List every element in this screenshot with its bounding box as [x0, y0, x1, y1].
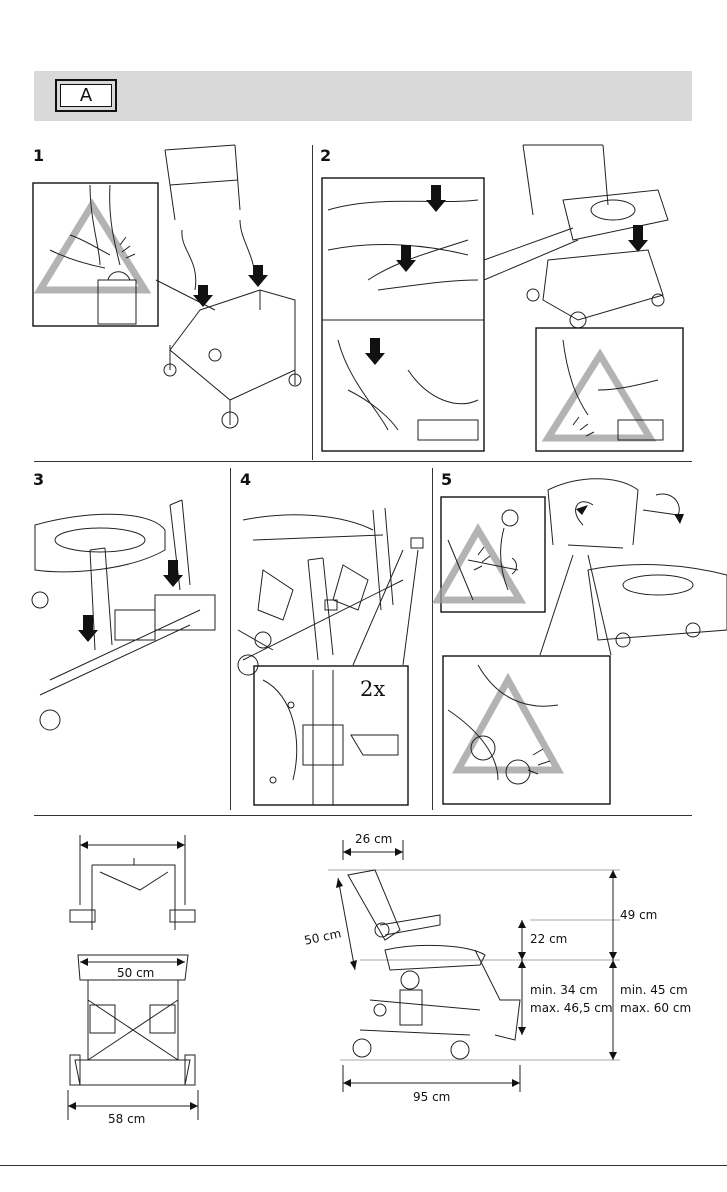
down-arrow-icon	[365, 338, 385, 365]
divider-vertical-1-2	[312, 145, 313, 460]
dimension-upper-height: 49 cm	[620, 908, 657, 922]
step-5-detail-frame	[443, 656, 610, 804]
page-bottom-rule	[0, 1165, 727, 1166]
divider-vertical-4-5	[432, 468, 433, 810]
dimension-front-inner-width: 50 cm	[117, 966, 154, 980]
step-3-illustration	[30, 480, 230, 770]
warning-triangle-icon	[458, 680, 558, 770]
side-view-diagram	[300, 830, 640, 1100]
down-arrow-icon	[426, 185, 446, 212]
dimension-seat-height-min: min. 34 cm	[530, 983, 598, 997]
down-arrow-icon	[78, 615, 98, 642]
step-4-illustration	[233, 480, 428, 810]
rotate-arrow-icon	[674, 514, 684, 524]
step-1-illustration	[30, 140, 310, 455]
divider-row-2	[34, 815, 692, 816]
step-2-detail-frame	[322, 178, 484, 451]
section-header-bar	[34, 71, 692, 121]
dimension-total-height-min: min. 45 cm	[620, 983, 688, 997]
rotate-arrow-icon	[576, 505, 588, 515]
divider-row-1	[34, 461, 692, 462]
section-label: A	[80, 85, 92, 106]
step-2-illustration	[318, 140, 688, 458]
dimension-armrest-height: 22 cm	[530, 932, 567, 946]
dimension-front-total-width: 58 cm	[108, 1112, 145, 1126]
step-4-note: 2x	[360, 677, 385, 701]
down-arrow-icon	[248, 265, 268, 287]
down-arrow-icon	[628, 225, 648, 252]
warning-triangle-icon	[548, 355, 650, 438]
dimension-total-length: 95 cm	[413, 1090, 450, 1104]
dimension-total-height-max: max. 60 cm	[620, 1001, 691, 1015]
down-arrow-icon	[163, 560, 183, 587]
dimension-seat-height-max: max. 46,5 cm	[530, 1001, 613, 1015]
down-arrow-icon	[193, 285, 213, 307]
section-label-box: A	[55, 79, 117, 112]
dimension-backrest-depth: 26 cm	[355, 832, 392, 846]
step-5-illustration	[438, 470, 727, 810]
divider-vertical-3-4	[230, 468, 231, 810]
